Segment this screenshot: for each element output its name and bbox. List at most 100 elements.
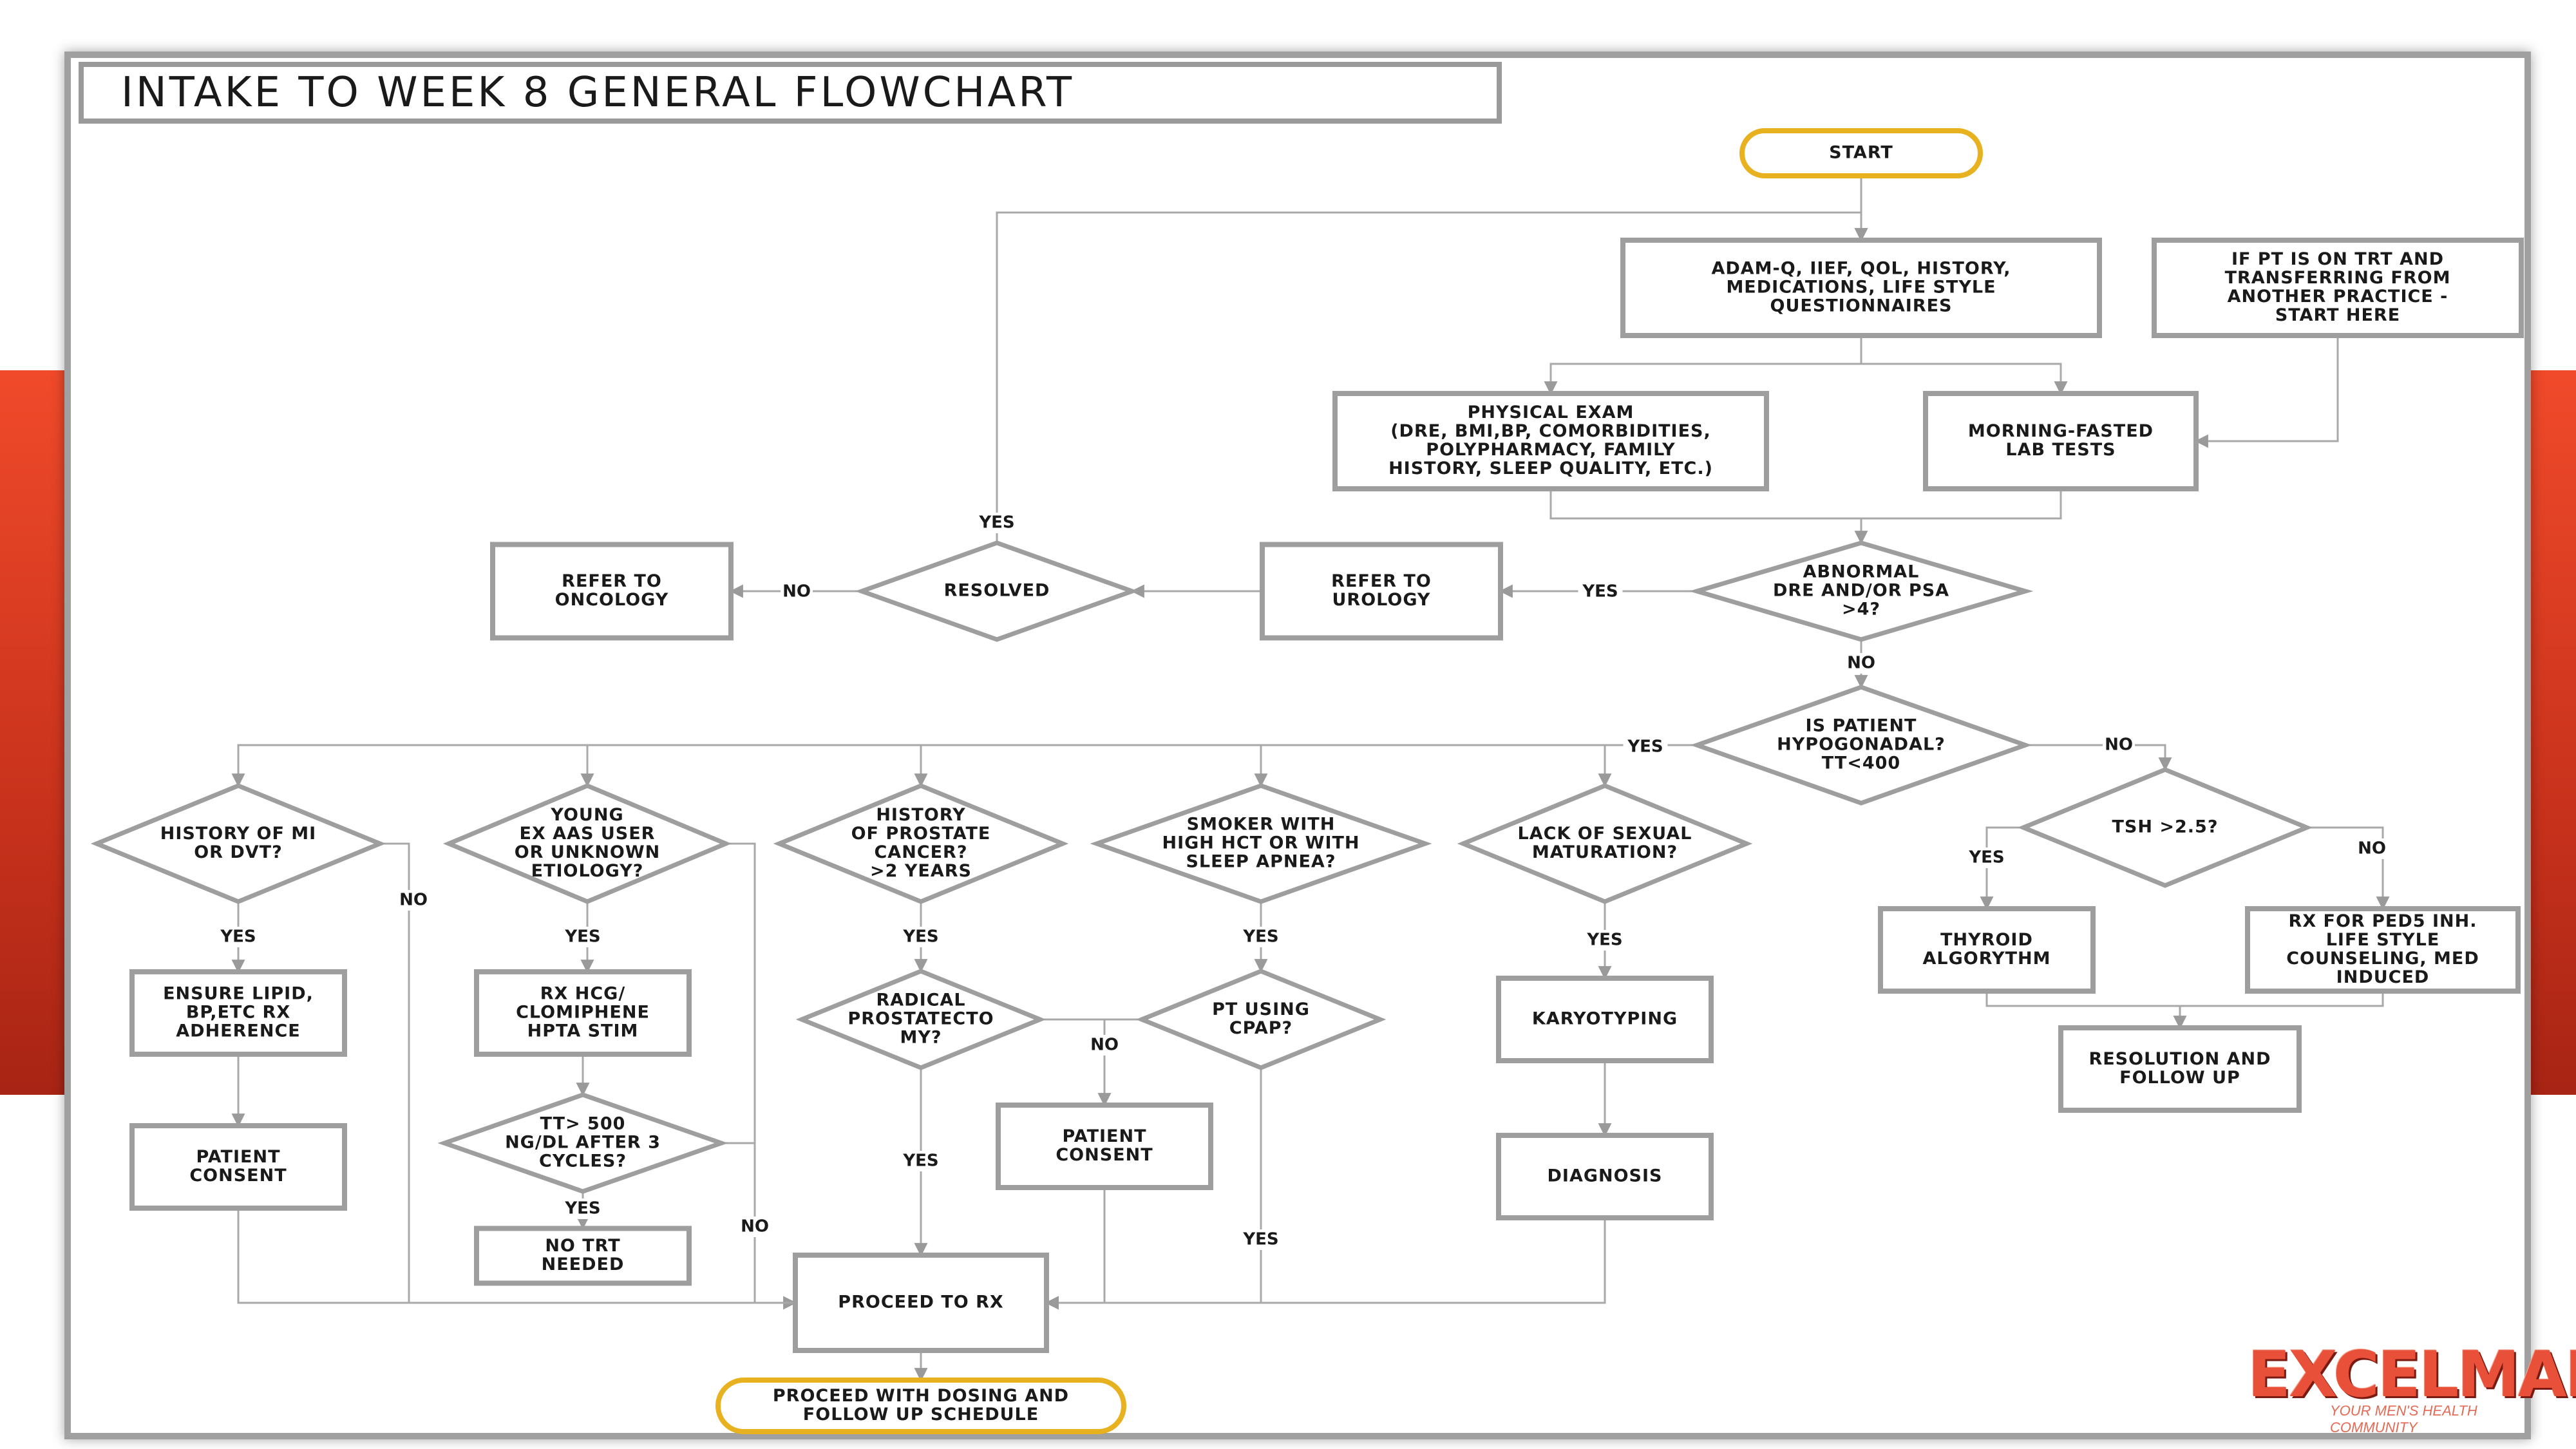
node-shape: [793, 1253, 1049, 1353]
node-shape: [1923, 391, 2199, 491]
edge-label-tsh-no: NO: [2358, 839, 2386, 858]
node-label: PATIENT: [196, 1147, 280, 1167]
edge-label-bg: [1845, 653, 1877, 674]
edge-label-cpap-no: NO: [1090, 1036, 1119, 1055]
connector-line: [1985, 991, 2187, 1030]
node-physical-exam: PHYSICAL EXAM(DRE, BMI,BP, COMORBIDITIES…: [1332, 391, 1769, 491]
node-label: CANCER?: [874, 842, 967, 862]
connector-line: [231, 744, 1605, 788]
edge-label-young-yes: YES: [564, 927, 600, 947]
node-label: NG/DL AFTER 3: [505, 1133, 661, 1153]
node-shape: [2152, 238, 2524, 338]
edge-label-bg: [1582, 930, 1627, 951]
node-shape: [1496, 1133, 1714, 1220]
node-label: START: [1829, 143, 1893, 163]
node-label: HISTORY: [876, 805, 965, 825]
node-label: PHYSICAL EXAM: [1468, 402, 1634, 422]
node-shape: [474, 969, 692, 1057]
node-label: BP,ETC RX: [186, 1003, 290, 1023]
connector-line: [996, 211, 1868, 543]
node-shape: [129, 969, 347, 1057]
node-shape: [855, 540, 1139, 642]
connector-line: [1544, 336, 1862, 395]
node-shape: [437, 1092, 728, 1194]
connector-line: [1860, 336, 2068, 395]
node-label: IS PATIENT: [1806, 716, 1917, 736]
node-label: SLEEP APNEA?: [1186, 852, 1336, 872]
node-label: NO TRT: [545, 1236, 620, 1256]
edge-label-bg: [1578, 582, 1623, 602]
node-label: PT USING: [1212, 999, 1310, 1019]
node-label: >2 YEARS: [870, 861, 972, 881]
node-label: RESOLUTION AND: [2088, 1049, 2271, 1069]
node-label: OF PROSTATE: [851, 824, 991, 844]
logo-tagline: YOUR MEN'S HEALTH COMMUNITY: [2330, 1403, 2477, 1435]
connector-line: [237, 1208, 795, 1304]
connector-line: [2180, 991, 2384, 1007]
node-label: OR UNKNOWN: [515, 842, 661, 862]
edge-label-maturation-yes: YES: [1586, 931, 1622, 950]
node-label: REFER TO: [562, 571, 662, 591]
node-label: UROLOGY: [1332, 590, 1431, 610]
page-title: INTAKE TO WEEK 8 GENERAL FLOWCHART: [79, 62, 1502, 124]
node-label: CYCLES?: [539, 1151, 627, 1171]
connector-line: [1549, 489, 1868, 545]
node-label: INDUCED: [2336, 967, 2430, 987]
node-label: DRE AND/OR PSA: [1773, 581, 1949, 601]
node-label: RESOLVED: [944, 581, 1050, 601]
node-shape: [90, 783, 386, 904]
connector-line: [1045, 1218, 1606, 1310]
node-label: ADHERENCE: [176, 1021, 300, 1041]
node-shape: [1496, 976, 1714, 1063]
node-label: DIAGNOSIS: [1547, 1166, 1662, 1186]
node-label: HIGH HCT OR WITH: [1162, 833, 1359, 853]
node-label: ETIOLOGY?: [531, 861, 644, 881]
edge-label-bg: [1623, 737, 1668, 757]
edge-label-bg: [2103, 735, 2135, 755]
node-shape: [1332, 391, 1769, 491]
node-label: TT> 500: [540, 1114, 626, 1134]
node-label: PROCEED TO RX: [838, 1293, 1003, 1312]
edge-label-hypo-yes: YES: [1627, 737, 1663, 757]
edge-label-mi-no: NO: [399, 891, 428, 910]
node-shape: [1690, 685, 2032, 806]
node-shape: [490, 542, 734, 641]
edge-label-bg: [898, 1151, 943, 1171]
node-label: HISTORY OF MI: [160, 824, 316, 844]
connector-line: [2025, 744, 2172, 772]
node-label: RX FOR PED5 INH.: [2289, 911, 2477, 931]
node-shape: [2245, 906, 2521, 994]
node-label: HPTA STIM: [527, 1021, 639, 1041]
edge-label-bg: [216, 927, 261, 947]
node-label: SMOKER WITH: [1187, 815, 1336, 835]
edge-label-bg: [1238, 927, 1283, 947]
connector-line: [1045, 1188, 1106, 1310]
edge-label-urology-yes: YES: [1582, 582, 1618, 601]
node-label: REFER TO: [1331, 571, 1432, 591]
edge-label-tt500-no: NO: [741, 1217, 769, 1236]
node-label: KARYOTYPING: [1532, 1009, 1678, 1029]
node-shape: [773, 783, 1069, 904]
edge-label-smoker-yes: YES: [1242, 927, 1278, 947]
node-label: FOLLOW UP: [2119, 1068, 2240, 1088]
connector-line: [1980, 826, 2023, 911]
node-label: PROCEED WITH DOSING AND: [773, 1386, 1069, 1406]
node-label: RADICAL: [876, 990, 965, 1010]
edge-label-bg: [898, 927, 943, 947]
edge-label-bg: [974, 513, 1019, 533]
node-karyotyping: KARYOTYPING: [1496, 976, 1714, 1063]
page-title-text: INTAKE TO WEEK 8 GENERAL FLOWCHART: [121, 69, 1075, 117]
node-label: OR DVT?: [194, 842, 283, 862]
node-label: NEEDED: [542, 1255, 625, 1274]
